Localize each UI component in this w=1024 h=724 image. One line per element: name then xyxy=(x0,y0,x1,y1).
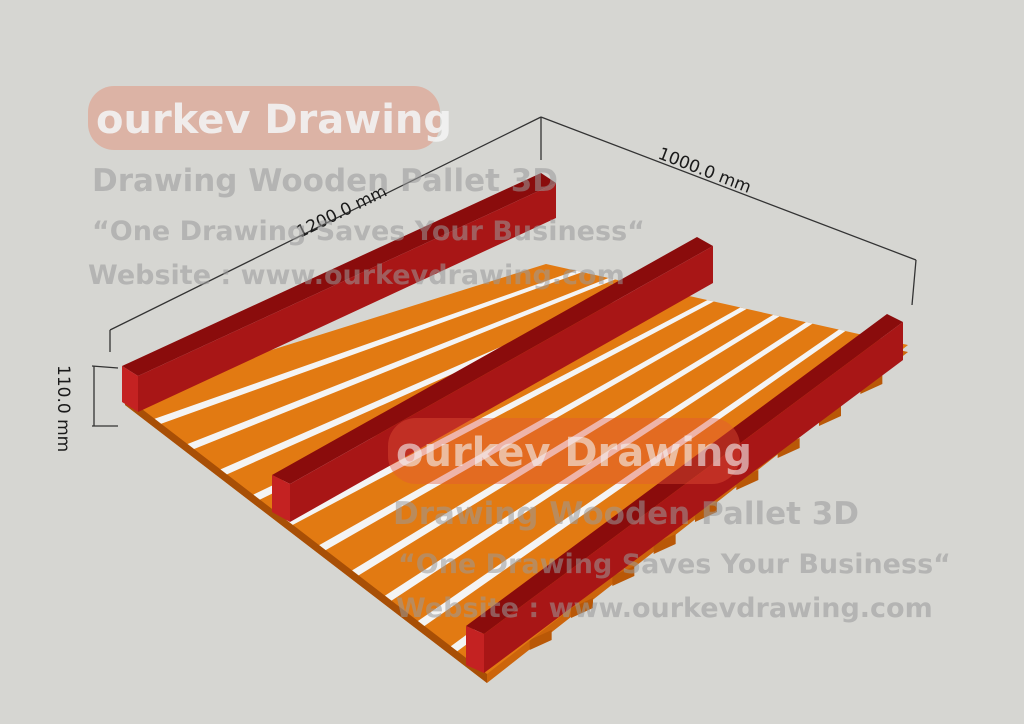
bottom-block xyxy=(777,438,800,458)
watermark-1: ourkev Drawing Drawing Wooden Pallet 3D … xyxy=(88,86,645,291)
watermark-1-badge xyxy=(88,86,440,150)
stringer-middle-side xyxy=(290,246,713,522)
stringer-front-top xyxy=(466,314,903,634)
stringer-front-end xyxy=(466,626,484,673)
stringer-front-side xyxy=(484,322,903,673)
deck-gap xyxy=(385,322,813,601)
stringer-middle-top xyxy=(272,237,713,484)
watermark-1-slogan: “One Drawing Saves Your Business“ xyxy=(92,216,645,247)
watermark-2-slogan: “One Drawing Saves Your Business“ xyxy=(398,549,951,580)
dim-ext-right-1000 xyxy=(911,259,917,306)
deck-gap xyxy=(154,270,583,424)
watermark-2-badge xyxy=(388,418,740,484)
stringer-middle-end xyxy=(272,475,290,522)
dimension-height-label: 110.0 mm xyxy=(53,365,73,452)
stringer-front xyxy=(466,314,903,673)
deck-gap xyxy=(352,314,780,576)
stringer-back-side xyxy=(138,183,556,412)
bottom-block xyxy=(819,406,841,426)
bottom-block xyxy=(653,534,676,554)
dimension-lines xyxy=(91,116,917,427)
bottom-block xyxy=(736,470,759,490)
watermark-1-title: Drawing Wooden Pallet 3D xyxy=(92,163,558,199)
pallet-stringers xyxy=(122,173,903,673)
dim-line-1000 xyxy=(540,116,917,261)
watermark-1-website: Website : www.ourkevdrawing.com xyxy=(88,260,625,291)
bottom-block xyxy=(695,502,717,522)
bottom-block xyxy=(529,630,552,650)
pallet-base-edge-front xyxy=(125,396,487,683)
watermark-2-brand: ourkev Drawing xyxy=(396,430,752,476)
bottom-block xyxy=(571,598,593,618)
deck-gap xyxy=(319,307,747,551)
stringer-middle xyxy=(272,237,713,522)
stringer-back xyxy=(122,173,556,412)
deck-gap xyxy=(417,329,846,626)
deck-surface xyxy=(125,264,908,674)
dim-ext-top-110 xyxy=(91,365,119,369)
deck-gap xyxy=(286,300,714,525)
stringer-back-top xyxy=(122,173,556,376)
bottom-block xyxy=(612,566,635,586)
watermark-1-brand: ourkev Drawing xyxy=(96,97,452,143)
dim-line-1200 xyxy=(109,116,542,331)
watermark-2: ourkev Drawing Drawing Wooden Pallet 3D … xyxy=(388,418,951,624)
watermark-2-website: Website : www.ourkevdrawing.com xyxy=(396,593,933,624)
watermark-2-title: Drawing Wooden Pallet 3D xyxy=(393,496,859,532)
deck-gap xyxy=(187,277,616,450)
stringer-back-end xyxy=(122,366,138,412)
